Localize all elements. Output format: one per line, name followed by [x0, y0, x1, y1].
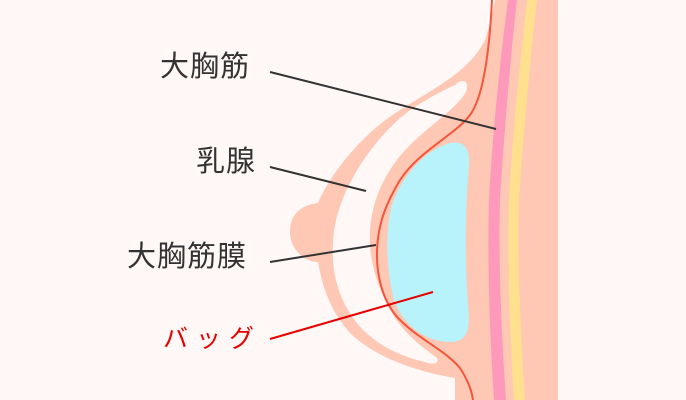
pectoral-fascia-line: [375, 0, 493, 400]
leader-line-bag: [269, 291, 434, 340]
label-bag: バッグ: [163, 324, 263, 353]
mammary-gland-region: [332, 80, 468, 364]
label-pectoral-fascia: 大胸筋膜: [127, 239, 248, 273]
label-pectoralis-major: 大胸筋: [160, 49, 251, 83]
fat-band: [508, 0, 537, 400]
implant-bag: [387, 142, 470, 342]
leader-line-fascia: [269, 244, 377, 263]
leader-line-pectoralis: [269, 71, 497, 130]
pectoralis-muscle-band: [488, 0, 517, 400]
label-mammary-gland: 乳腺: [196, 144, 257, 178]
leader-line-gland: [269, 166, 367, 192]
